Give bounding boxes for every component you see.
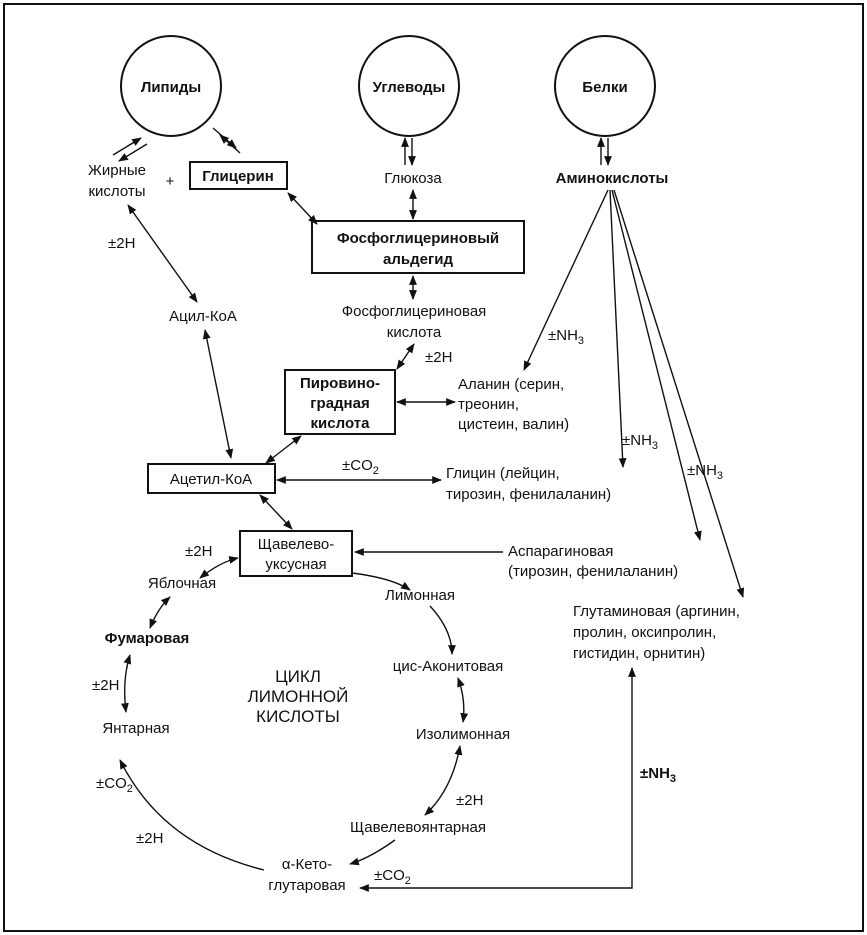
cycle-title-2: ЛИМОННОЙ bbox=[248, 687, 349, 706]
glycine-label-1: Глицин (лейцин, bbox=[446, 465, 560, 482]
nh3-label-3: ±NH3 bbox=[687, 462, 723, 482]
co2-left-label: ±CO2 bbox=[96, 775, 133, 795]
h2-left-bottom-label: ±2H bbox=[136, 830, 163, 847]
fumarate-label: Фумаровая bbox=[105, 630, 190, 647]
nh3-label-4: ±NH3 bbox=[640, 765, 676, 785]
pyruvate-label-2: градная bbox=[310, 395, 369, 412]
h2-succinate-label: ±2H bbox=[92, 677, 119, 694]
arc-succinate-fumarate bbox=[121, 654, 132, 713]
glutamic-label-1: Глутаминовая (аргинин, bbox=[573, 603, 740, 620]
cis-aconitate-label: цис-Аконитовая bbox=[393, 658, 504, 675]
pyruvate-label-1: Пировино- bbox=[300, 375, 380, 392]
glycine-label-2: тирозин, фенилаланин) bbox=[446, 486, 611, 503]
arrow-pyruvate-acetylcoa bbox=[265, 435, 302, 464]
arrow-aa-glutamic bbox=[613, 189, 745, 598]
arc-akg-succinate bbox=[119, 759, 265, 871]
malate-label: Яблочная bbox=[148, 575, 216, 592]
h2-fatty-label: ±2H bbox=[108, 235, 135, 252]
pg-acid-label-1: Фосфоглицериновая bbox=[342, 303, 487, 320]
pga-label-1: Фосфоглицериновый bbox=[337, 230, 499, 247]
fatty-acids-label-1: Жирные bbox=[88, 162, 146, 179]
oxaloacetate-box bbox=[239, 530, 353, 577]
acetyl-coa-box bbox=[147, 463, 276, 494]
h2-pyruvate-label: ±2H bbox=[425, 349, 452, 366]
oxaloacetate-label-1: Щавелево- bbox=[258, 536, 334, 553]
carbs-label: Углеводы bbox=[373, 79, 446, 96]
alanine-label-1: Аланин (серин, bbox=[458, 376, 564, 393]
carbs-node: Углеводы bbox=[358, 35, 460, 137]
nh3-label-1: ±NH3 bbox=[548, 327, 584, 347]
oxalosuccinate-label: Щавелевоянтарная bbox=[350, 819, 486, 836]
co2-acetyl-label: ±CO2 bbox=[342, 457, 379, 477]
lipids-node: Липиды bbox=[120, 35, 222, 137]
alanine-label-3: цистеин, валин) bbox=[458, 416, 569, 433]
cycle-title-1: ЦИКЛ bbox=[275, 667, 321, 686]
amino-acids-label: Аминокислоты bbox=[556, 170, 669, 187]
pga-label-2: альдегид bbox=[383, 251, 453, 268]
oxaloacetate-label-2: уксусная bbox=[265, 556, 326, 573]
pyruvate-label-3: кислота bbox=[311, 415, 371, 432]
glycerol-label: Глицерин bbox=[202, 168, 274, 185]
nh3-label-2: ±NH3 bbox=[622, 432, 658, 452]
arrow-aa-glycine bbox=[609, 189, 627, 468]
arrow-glycerol-to-lipids bbox=[219, 134, 241, 154]
akg-label-1: α-Кето- bbox=[282, 856, 332, 873]
cycle-title-3: КИСЛОТЫ bbox=[256, 707, 340, 726]
aspartic-label-1: Аспарагиновая bbox=[508, 543, 613, 560]
arc-citrate-cisaconitate bbox=[429, 605, 456, 655]
pyruvate-box bbox=[284, 369, 396, 435]
proteins-node: Белки bbox=[554, 35, 656, 137]
diagram-frame bbox=[3, 3, 864, 932]
fatty-acids-label-2: кислоты bbox=[88, 183, 145, 200]
glutamic-label-3: гистидин, орнитин) bbox=[573, 645, 705, 662]
arrow-aa-alanine bbox=[523, 189, 609, 371]
arrow-lipids-to-fa bbox=[118, 143, 148, 162]
plus-sign: + bbox=[166, 173, 175, 190]
arc-fumarate-malate bbox=[149, 596, 171, 629]
arc-oxalosuccinate-akg bbox=[349, 839, 396, 866]
arc-oxaloacetate-citrate bbox=[351, 572, 411, 591]
arc-isocitrate-oxalosuccinate bbox=[424, 745, 463, 816]
h2-right-label: ±2H bbox=[456, 792, 483, 809]
glucose-label: Глюкоза bbox=[384, 170, 442, 187]
glycerol-box bbox=[189, 161, 288, 190]
pg-acid-label-2: кислота bbox=[387, 324, 442, 341]
arrow-pgacid-pyruvate bbox=[396, 343, 415, 370]
arrow-lipids-to-glycerol bbox=[212, 127, 237, 149]
arc-cisaconitate-isocitrate bbox=[457, 677, 469, 723]
lipids-label: Липиды bbox=[141, 79, 201, 96]
arrow-fa-to-lipids bbox=[112, 137, 142, 156]
acetyl-coa-label: Ацетил-КоА bbox=[170, 471, 252, 488]
isocitrate-label: Изолимонная bbox=[416, 726, 510, 743]
co2-bottom-label: ±CO2 bbox=[374, 867, 411, 887]
arrow-glycerol-pga bbox=[287, 192, 318, 225]
arrow-acetylcoa-oxaloacetate bbox=[259, 494, 293, 530]
h2-malate-label: ±2H bbox=[185, 543, 212, 560]
glutamic-label-2: пролин, оксипролин, bbox=[573, 624, 716, 641]
arrow-aa-aspartic bbox=[611, 189, 702, 541]
aspartic-label-2: (тирозин, фенилаланин) bbox=[508, 563, 678, 580]
arrow-acylcoa-acetylcoa bbox=[202, 329, 234, 459]
succinate-label: Янтарная bbox=[102, 720, 169, 737]
arc-malate-oxaloacetate bbox=[199, 556, 239, 579]
alanine-label-2: треонин, bbox=[458, 396, 519, 413]
arrow-fa-acylcoa bbox=[127, 204, 198, 303]
citrate-label: Лимонная bbox=[385, 587, 455, 604]
arrow-akg-glutamic bbox=[359, 667, 636, 892]
acyl-coa-label: Ацил-КоА bbox=[169, 308, 237, 325]
pga-box bbox=[311, 220, 525, 274]
proteins-label: Белки bbox=[582, 79, 627, 96]
akg-label-2: глутаровая bbox=[268, 877, 345, 894]
